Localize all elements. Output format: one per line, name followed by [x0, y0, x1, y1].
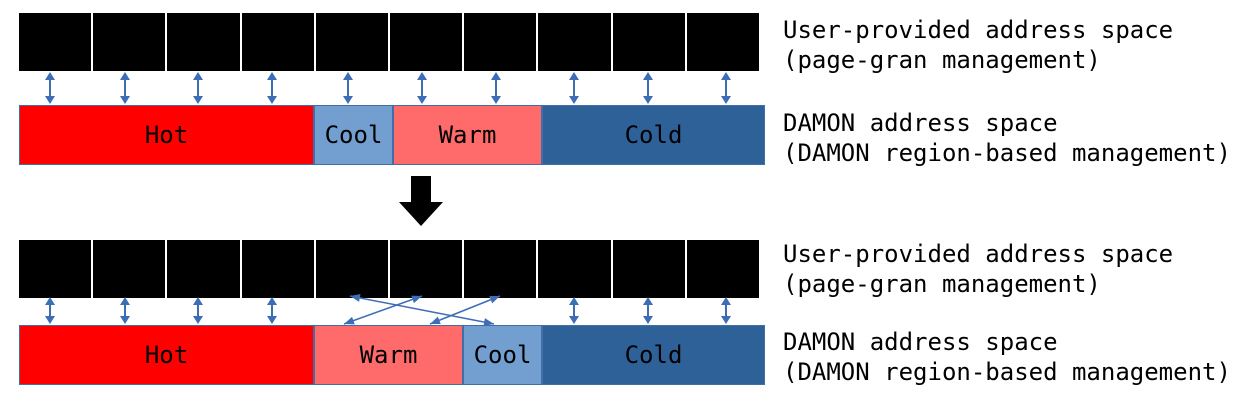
- link-arrowhead: [267, 96, 277, 104]
- link-arrowhead: [643, 297, 653, 305]
- user-page: [464, 240, 539, 298]
- link-arrowhead: [193, 96, 203, 104]
- region-cold: Cold: [542, 105, 765, 165]
- link-arrowhead: [491, 96, 501, 104]
- crossed-page-region-link: [343, 295, 423, 325]
- user-page: [612, 240, 687, 298]
- top-user-space-label-line2: (page-gran management): [783, 46, 1101, 74]
- link-arrowhead: [45, 316, 55, 324]
- top-damon-space-label-line1: DAMON address space: [783, 109, 1058, 137]
- user-page: [93, 240, 168, 298]
- link-arrowhead: [417, 72, 427, 80]
- user-page: [241, 13, 316, 71]
- link-arrowhead: [267, 72, 277, 80]
- top-damon-region-row: Hot Cool Warm Cold: [19, 105, 765, 165]
- region-warm: Warm: [314, 325, 463, 385]
- user-page: [538, 13, 613, 71]
- link-arrowhead: [120, 96, 130, 104]
- link-arrowhead: [120, 72, 130, 80]
- link-arrowhead: [643, 316, 653, 324]
- top-user-page-row: [19, 13, 760, 71]
- bottom-damon-space-label-line1: DAMON address space: [783, 328, 1058, 356]
- user-page: [93, 13, 168, 71]
- bottom-page-region-links: [45, 293, 731, 327]
- user-page: [315, 240, 391, 298]
- bottom-damon-region-row: Hot Warm Cool Cold: [19, 325, 765, 385]
- link-arrowhead: [721, 316, 731, 324]
- link-arrowhead: [267, 316, 277, 324]
- crossed-page-region-link: [349, 295, 495, 325]
- region-cool: Cool: [463, 325, 542, 385]
- link-arrowhead: [721, 96, 731, 104]
- link-arrowhead: [45, 72, 55, 80]
- link-arrowhead: [643, 72, 653, 80]
- top-damon-space-label-line2: (DAMON region-based management): [783, 139, 1231, 167]
- link-arrowhead: [350, 293, 361, 302]
- region-hot: Hot: [19, 325, 314, 385]
- bottom-mapping-panel: Hot Warm Cool Cold User-provided address…: [0, 230, 1258, 413]
- link-arrowhead: [569, 297, 579, 305]
- user-page: [538, 240, 613, 298]
- link-arrowhead: [411, 295, 422, 304]
- link-arrowhead: [643, 96, 653, 104]
- link-arrowhead: [267, 297, 277, 305]
- link-arrowhead: [721, 72, 731, 80]
- user-page: [315, 13, 391, 71]
- link-arrowhead: [45, 96, 55, 104]
- region-cold: Cold: [542, 325, 765, 385]
- link-arrowhead: [491, 72, 501, 80]
- top-user-space-label-line1: User-provided address space: [783, 16, 1174, 44]
- link-arrowhead: [343, 72, 353, 80]
- link-arrowhead: [489, 296, 500, 304]
- down-arrow-icon: [399, 176, 443, 226]
- link-arrowhead: [193, 316, 203, 324]
- link-arrowhead: [569, 96, 579, 104]
- link-arrowhead: [417, 96, 427, 104]
- bottom-user-page-row: [19, 240, 760, 298]
- user-page: [612, 13, 687, 71]
- bottom-damon-space-label-line2: (DAMON region-based management): [783, 358, 1231, 386]
- region-cool: Cool: [314, 105, 393, 165]
- link-arrowhead: [569, 72, 579, 80]
- bottom-links-group: [45, 293, 731, 327]
- link-arrowhead: [193, 72, 203, 80]
- link-arrowhead: [721, 297, 731, 305]
- link-arrowhead: [430, 316, 441, 324]
- user-page: [390, 13, 465, 71]
- top-links-group: [45, 72, 731, 104]
- user-page: [19, 240, 94, 298]
- user-page: [686, 240, 760, 298]
- crossed-page-region-link: [429, 295, 501, 325]
- top-page-region-links: [45, 72, 731, 104]
- user-page: [686, 13, 760, 71]
- bottom-user-space-label-line1: User-provided address space: [783, 240, 1174, 268]
- user-page: [464, 13, 539, 71]
- link-arrowhead: [483, 318, 494, 327]
- user-page: [390, 240, 465, 298]
- link-arrowhead: [193, 297, 203, 305]
- user-page: [167, 13, 242, 71]
- link-arrowhead: [120, 297, 130, 305]
- user-page: [167, 240, 242, 298]
- bottom-user-space-label-line2: (page-gran management): [783, 270, 1101, 298]
- region-warm: Warm: [393, 105, 542, 165]
- user-page: [19, 13, 94, 71]
- link-arrowhead: [344, 316, 355, 325]
- link-arrowhead: [45, 297, 55, 305]
- top-mapping-panel: Hot Cool Warm Cold User-provided address…: [0, 0, 1258, 170]
- link-arrowhead: [343, 96, 353, 104]
- link-arrowhead: [569, 316, 579, 324]
- user-page: [241, 240, 316, 298]
- link-arrowhead: [120, 316, 130, 324]
- region-hot: Hot: [19, 105, 314, 165]
